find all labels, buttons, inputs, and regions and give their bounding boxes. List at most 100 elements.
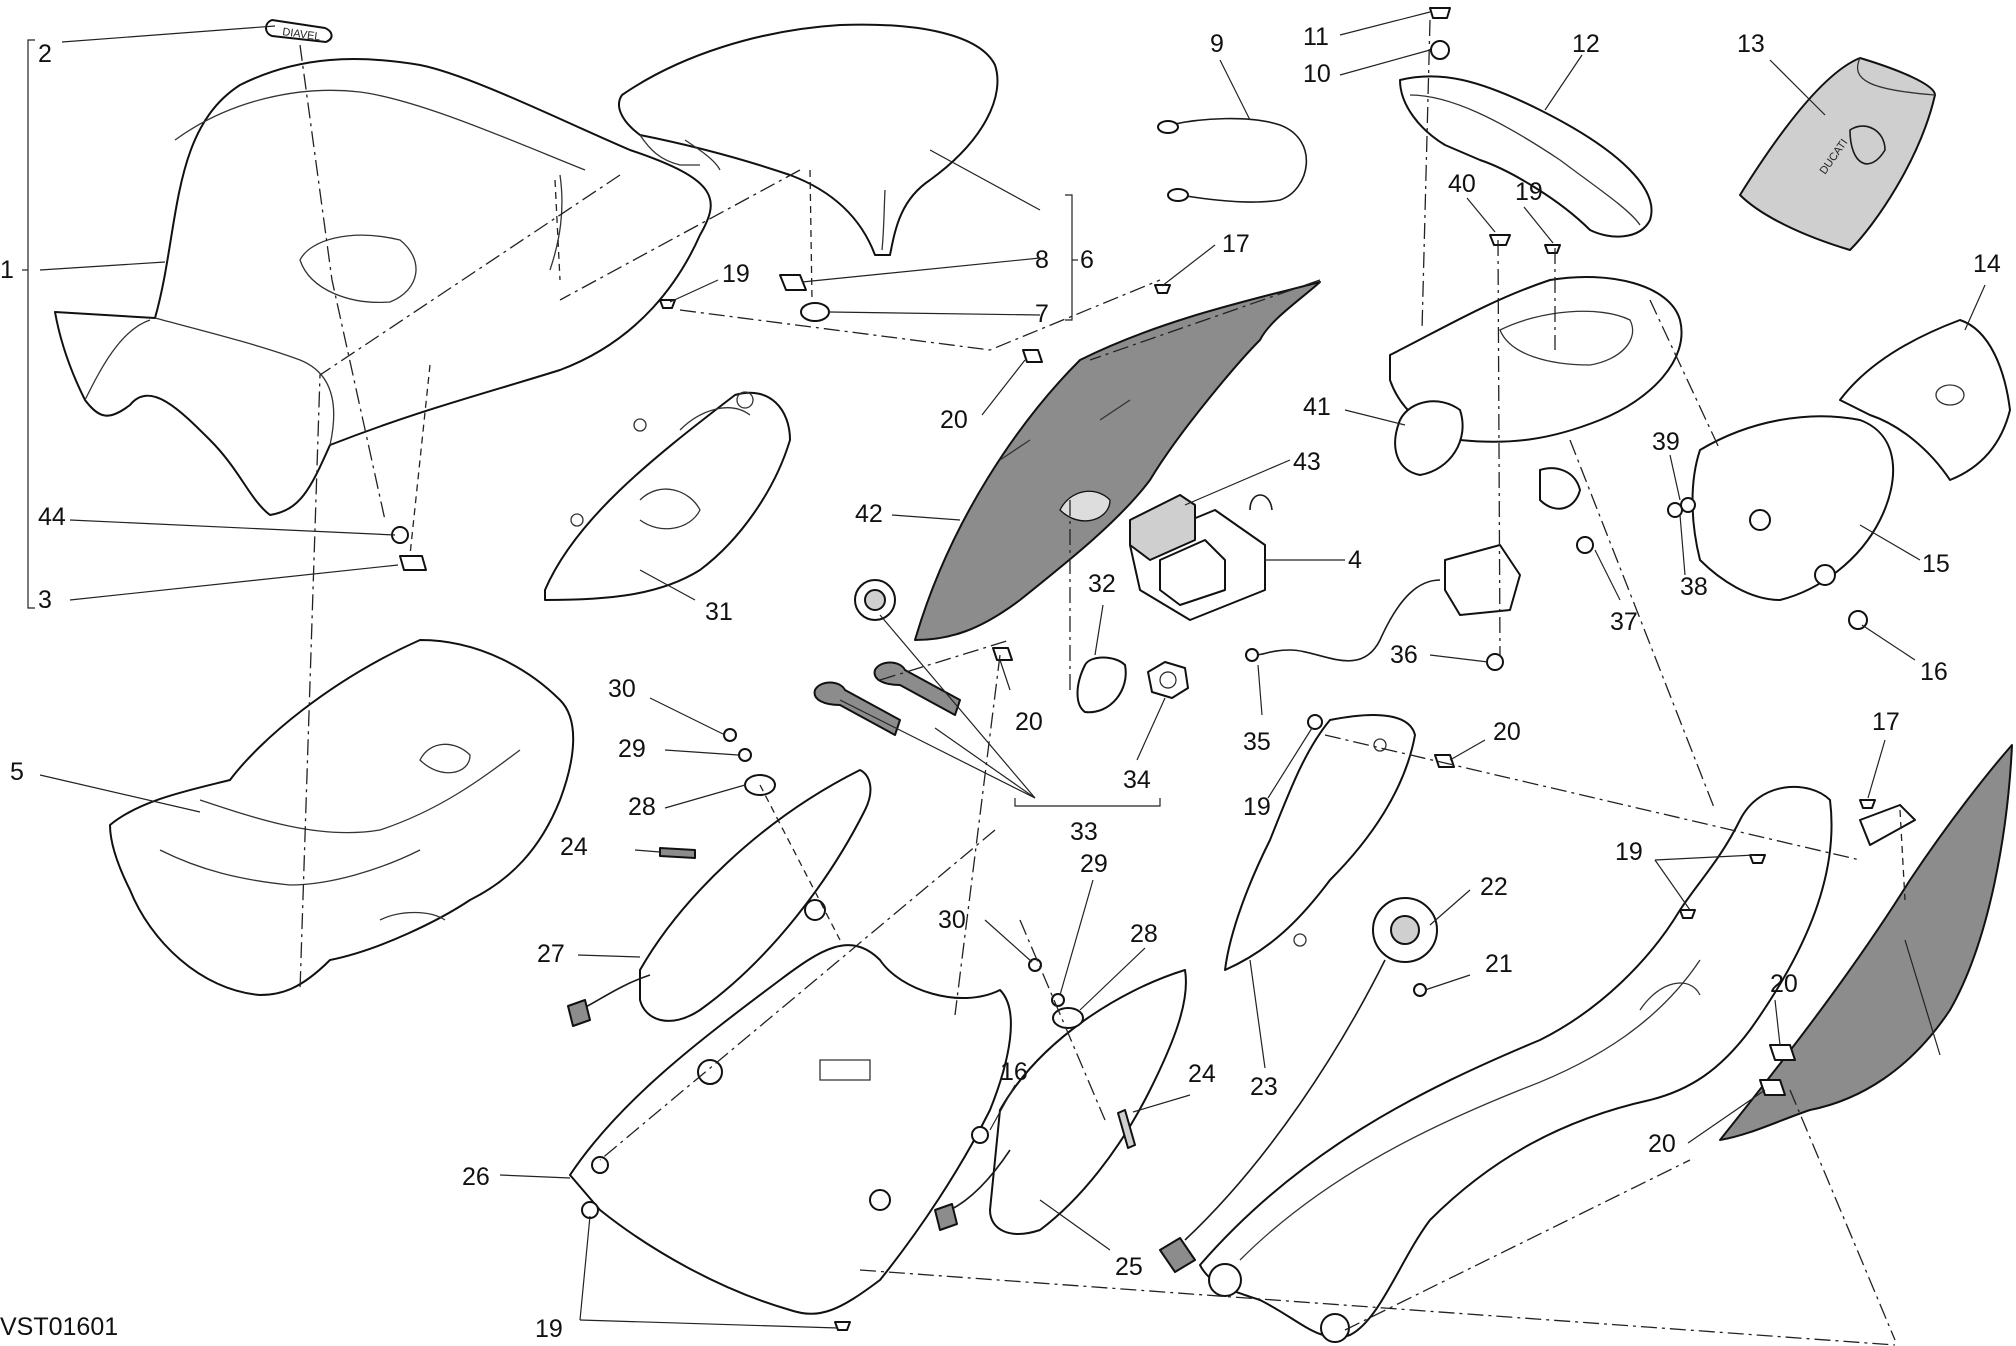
label-19: 19 [1515, 178, 1543, 206]
label-19: 19 [722, 260, 750, 288]
label-30: 30 [938, 906, 966, 934]
label-16: 16 [1000, 1058, 1028, 1086]
label-36: 36 [1390, 641, 1418, 669]
label-24: 24 [1188, 1060, 1216, 1088]
label-14: 14 [1973, 250, 2001, 278]
label-33: 33 [1070, 818, 1098, 846]
label-17: 17 [1222, 230, 1250, 258]
grommet [1052, 1007, 1084, 1029]
tail-light-housing [1839, 319, 2011, 481]
tail-cover [1691, 415, 1895, 601]
label-40: 40 [1448, 170, 1476, 198]
right-front-panel [1224, 714, 1416, 971]
label-8: 8 [1035, 246, 1049, 274]
washer [738, 748, 752, 762]
label-23: 23 [1250, 1073, 1278, 1101]
label-31: 31 [705, 598, 733, 626]
label-3: 3 [38, 586, 52, 614]
label-19: 19 [535, 1315, 563, 1343]
bolt [1576, 536, 1594, 554]
label-4: 4 [1348, 546, 1362, 574]
grab-handle [1399, 75, 1653, 238]
rear-frame [1199, 785, 1833, 1343]
label-22: 22 [1480, 873, 1508, 901]
bolt [1413, 983, 1427, 997]
label-10: 10 [1303, 60, 1331, 88]
nut [723, 728, 737, 742]
label-19: 19 [1615, 838, 1643, 866]
screw [1489, 234, 1511, 246]
label-12: 12 [1572, 30, 1600, 58]
label-29: 29 [618, 735, 646, 763]
label-24: 24 [560, 833, 588, 861]
label-42: 42 [855, 500, 883, 528]
label-19: 19 [1243, 793, 1271, 821]
label-32: 32 [1088, 570, 1116, 598]
clip [1022, 349, 1043, 363]
label-39: 39 [1652, 428, 1680, 456]
seat-pan [109, 639, 575, 996]
clip [1759, 1079, 1786, 1096]
label-30: 30 [608, 675, 636, 703]
label-9: 9 [1210, 30, 1224, 58]
bolt [1680, 497, 1696, 513]
subframe-bracket [1389, 276, 1683, 510]
horn [1159, 897, 1438, 1273]
seat-badge: DIAVEL [265, 19, 333, 43]
lock-nut [1147, 661, 1189, 699]
seat-grommet [800, 302, 830, 322]
label-5: 5 [10, 758, 24, 786]
seat-clip [399, 555, 427, 571]
clip [1769, 1044, 1796, 1061]
right-fairing [934, 969, 1187, 1235]
grommet [581, 1201, 599, 1219]
label-20: 20 [1648, 1130, 1676, 1158]
underseat-tray [569, 944, 1012, 1315]
label-41: 41 [1303, 393, 1331, 421]
label-20: 20 [940, 406, 968, 434]
label-13: 13 [1737, 30, 1765, 58]
bolt [1667, 502, 1683, 518]
label-26: 26 [462, 1163, 490, 1191]
label-15: 15 [1922, 550, 1950, 578]
label-2: 2 [38, 40, 52, 68]
label-38: 38 [1680, 573, 1708, 601]
label-25: 25 [1115, 1253, 1143, 1281]
washer [1430, 40, 1450, 60]
screw [1679, 909, 1696, 919]
pad [659, 847, 696, 859]
right-side-panel [1719, 744, 2013, 1141]
screw [1429, 7, 1451, 19]
assembly-lines [299, 19, 1906, 1346]
control-module [1129, 494, 1273, 621]
diagram-code: VST01601 [0, 1313, 118, 1341]
screw [834, 1321, 851, 1331]
screw [1749, 854, 1766, 864]
label-1: 1 [0, 256, 14, 284]
central-cover [914, 281, 1321, 641]
bolt [1848, 610, 1868, 630]
label-35: 35 [1243, 728, 1271, 756]
label-7: 7 [1035, 300, 1049, 328]
leader-lines [22, 11, 1986, 1329]
label-20: 20 [1770, 970, 1798, 998]
label-20: 20 [1015, 708, 1043, 736]
screw [1859, 799, 1876, 809]
sensor-bracket [1245, 544, 1521, 662]
rider-seat [54, 58, 712, 516]
label-21: 21 [1485, 950, 1513, 978]
label-16: 16 [1920, 658, 1948, 686]
label-6: 6 [1080, 246, 1094, 274]
passenger-seat [618, 23, 999, 256]
label-20: 20 [1493, 718, 1521, 746]
part-labels: 1 2 3 4 5 6 7 8 9 10 11 12 13 14 15 16 1… [0, 23, 2001, 1343]
helmet-cable [1157, 117, 1308, 203]
left-fairing [567, 769, 872, 1027]
screw [1154, 284, 1171, 294]
bolt [971, 1126, 989, 1144]
left-side-panel [544, 391, 791, 601]
label-34: 34 [1123, 766, 1151, 794]
bolt [1486, 653, 1504, 671]
screw [1544, 244, 1561, 254]
